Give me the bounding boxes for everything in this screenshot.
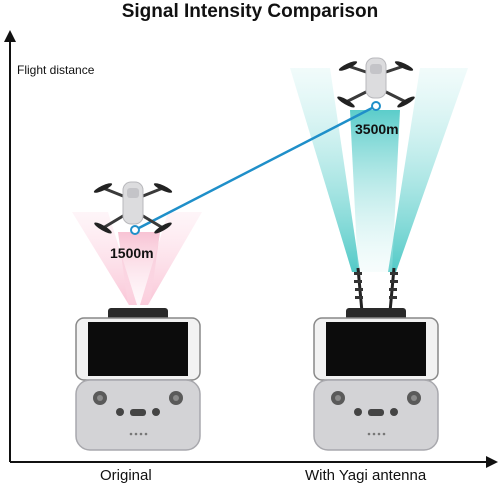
yagi-beam-down	[350, 110, 400, 272]
phone-screen	[326, 322, 426, 376]
signal-beam-right	[140, 212, 202, 305]
drone-arms	[101, 186, 165, 230]
drone-original	[93, 181, 173, 234]
y-axis-label: Flight distance	[17, 63, 95, 77]
drone-yagi	[337, 57, 415, 108]
drone-propellers	[93, 183, 173, 234]
x-axis-arrow	[486, 456, 498, 468]
yagi-beam-left	[290, 68, 360, 272]
signal-beam-down	[118, 232, 160, 305]
x-category-yagi: With Yagi antenna	[305, 467, 427, 484]
link	[130, 101, 381, 235]
y-axis-arrow	[4, 30, 16, 42]
x-category-original: Original	[100, 467, 152, 484]
signal-beams-original	[72, 212, 202, 305]
link-endpoint-original	[130, 225, 140, 235]
drone-propellers	[337, 61, 415, 108]
axes	[4, 30, 498, 468]
diagram-title: Signal Intensity Comparison	[121, 1, 379, 22]
phone-screen	[88, 322, 188, 376]
yagi-antennas	[354, 267, 398, 313]
signal-beams-yagi	[290, 68, 468, 272]
link-endpoint-yagi	[371, 101, 381, 111]
range-label-original: 1500m	[110, 245, 154, 261]
signal-beam-left	[72, 212, 137, 305]
controller-yagi	[313, 267, 439, 451]
controller-original	[75, 308, 201, 451]
range-label-yagi: 3500m	[355, 121, 399, 137]
link-line	[134, 104, 377, 232]
yagi-beam-right	[388, 68, 468, 272]
